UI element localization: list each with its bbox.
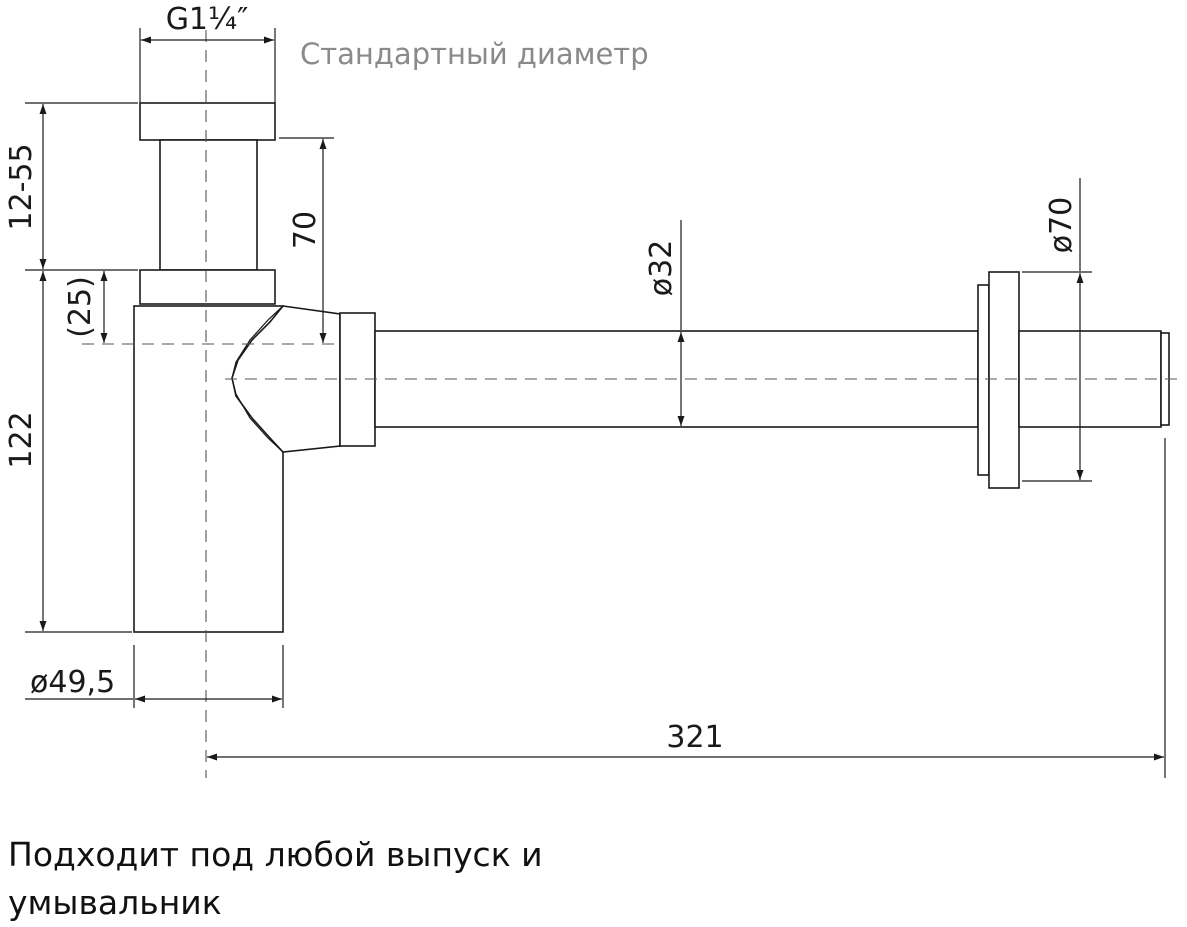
caption-line-2: умывальник bbox=[8, 883, 222, 922]
flange-collar bbox=[977, 284, 990, 476]
offset-label: (25) bbox=[63, 276, 98, 338]
total-length-label: 321 bbox=[666, 720, 723, 755]
adjust-height-label: 12-55 bbox=[4, 143, 39, 230]
center-lines bbox=[82, 30, 1183, 778]
body-height-label: 122 bbox=[4, 411, 39, 468]
caption-line-1: Подходит под любой выпуск и bbox=[8, 835, 543, 874]
flange-diameter-label: ø70 bbox=[1044, 197, 1079, 254]
standard-diameter-label: Стандартный диаметр bbox=[300, 37, 649, 71]
stem-height-label: 70 bbox=[288, 211, 323, 249]
vertical-stem bbox=[159, 139, 258, 271]
elbow-inner-curve bbox=[231, 305, 284, 453]
caption: Подходит под любой выпуск и умывальник bbox=[8, 831, 708, 927]
thread-label: G1¼″ bbox=[166, 2, 249, 37]
body-diameter-label: ø49,5 bbox=[30, 665, 115, 700]
top-nut bbox=[139, 102, 276, 141]
wall-flange bbox=[988, 271, 1020, 489]
lower-nut bbox=[139, 269, 276, 305]
siphon-outline bbox=[133, 102, 1170, 633]
pipe-diameter-label: ø32 bbox=[644, 240, 679, 297]
dimension-labels: G1¼″ Стандартный диаметр 12-55 70 (25) 1… bbox=[4, 2, 1079, 755]
dimension-lines bbox=[25, 28, 1166, 778]
